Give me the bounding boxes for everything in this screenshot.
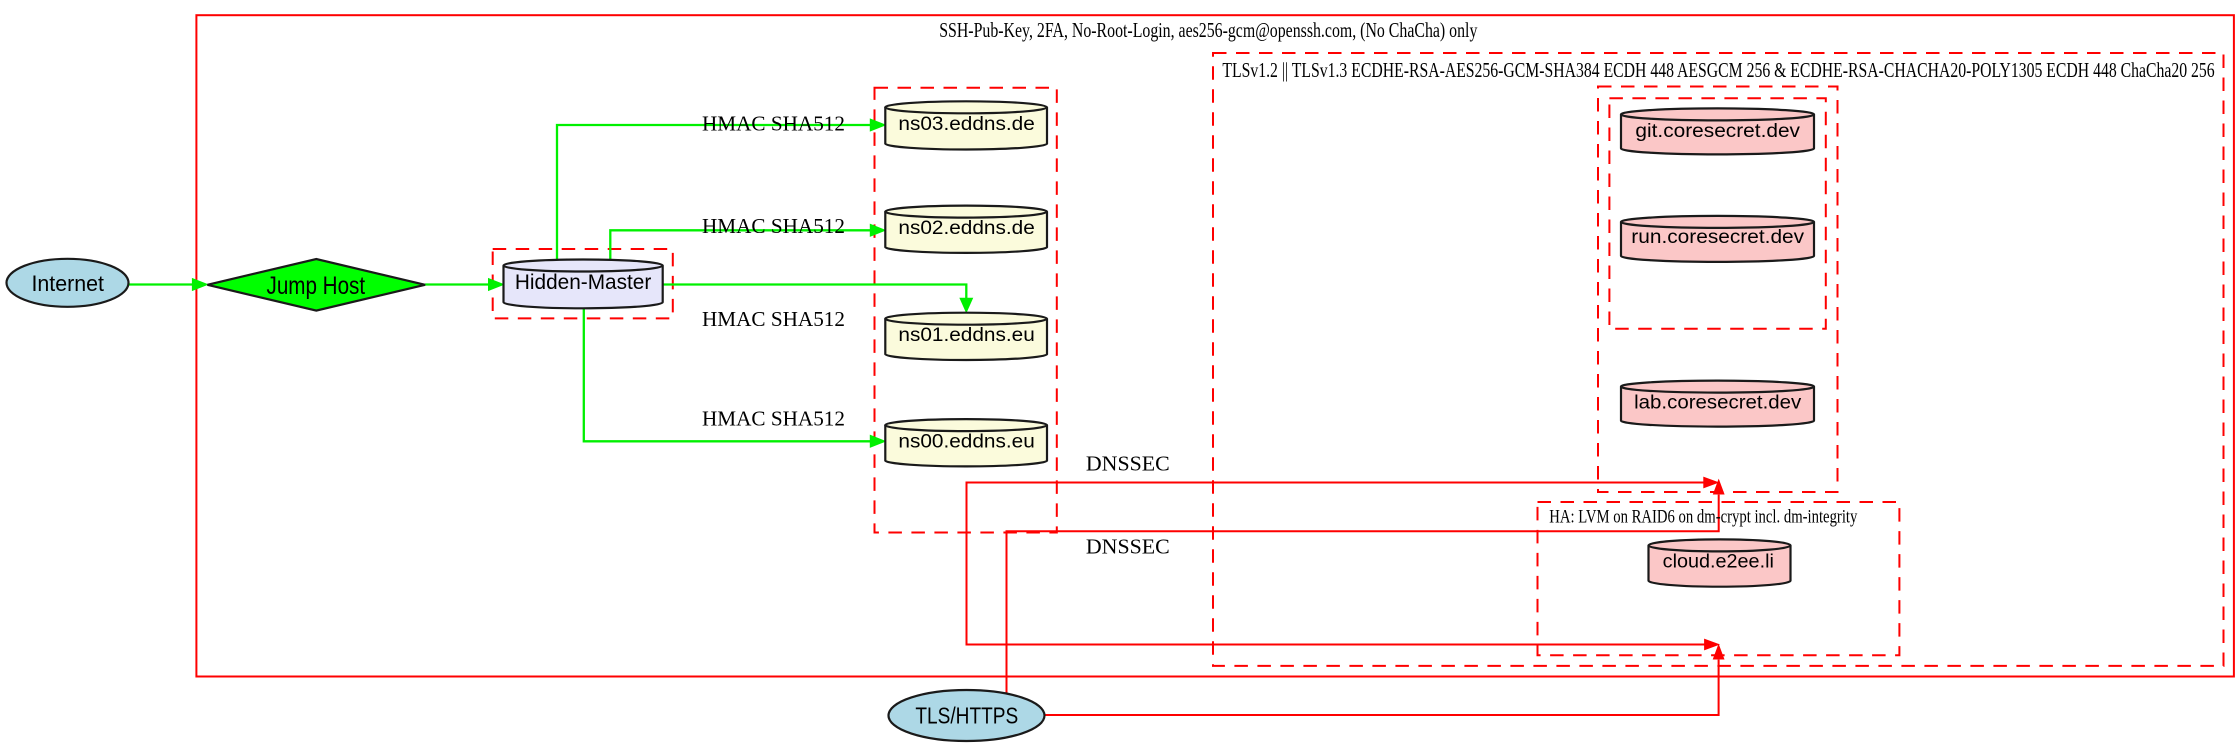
svg-text:Jump Host: Jump Host	[267, 272, 366, 300]
svg-text:git.coresecret.dev: git.coresecret.dev	[1635, 121, 1800, 142]
svg-text:TLS/HTTPS: TLS/HTTPS	[915, 703, 1018, 729]
svg-text:HA: LVM on RAID6 on dm-crypt i: HA: LVM on RAID6 on dm-crypt incl. dm-in…	[1549, 507, 1858, 528]
svg-text:HMAC SHA512: HMAC SHA512	[702, 407, 845, 431]
svg-text:cloud.e2ee.li: cloud.e2ee.li	[1663, 552, 1774, 573]
svg-text:HMAC SHA512: HMAC SHA512	[702, 112, 845, 136]
svg-text:HMAC SHA512: HMAC SHA512	[702, 307, 845, 331]
svg-text:ns01.eddns.eu: ns01.eddns.eu	[898, 325, 1034, 346]
svg-text:ns03.eddns.de: ns03.eddns.de	[898, 114, 1034, 135]
svg-text:Internet: Internet	[31, 271, 104, 296]
svg-text:ns02.eddns.de: ns02.eddns.de	[898, 218, 1034, 239]
svg-text:Hidden-Master: Hidden-Master	[515, 271, 651, 294]
svg-text:ns00.eddns.eu: ns00.eddns.eu	[898, 431, 1034, 452]
svg-text:DNSSEC: DNSSEC	[1086, 452, 1170, 476]
svg-text:SSH-Pub-Key, 2FA, No-Root-Logi: SSH-Pub-Key, 2FA, No-Root-Login, aes256-…	[939, 18, 1478, 42]
svg-text:run.coresecret.dev: run.coresecret.dev	[1631, 227, 1804, 248]
svg-text:TLSv1.2 || TLSv1.3 ECDHE-RSA-A: TLSv1.2 || TLSv1.3 ECDHE-RSA-AES256-GCM-…	[1222, 58, 2214, 82]
svg-text:DNSSEC: DNSSEC	[1086, 535, 1170, 559]
svg-text:lab.coresecret.dev: lab.coresecret.dev	[1634, 392, 1802, 413]
svg-text:HMAC SHA512: HMAC SHA512	[702, 214, 845, 238]
